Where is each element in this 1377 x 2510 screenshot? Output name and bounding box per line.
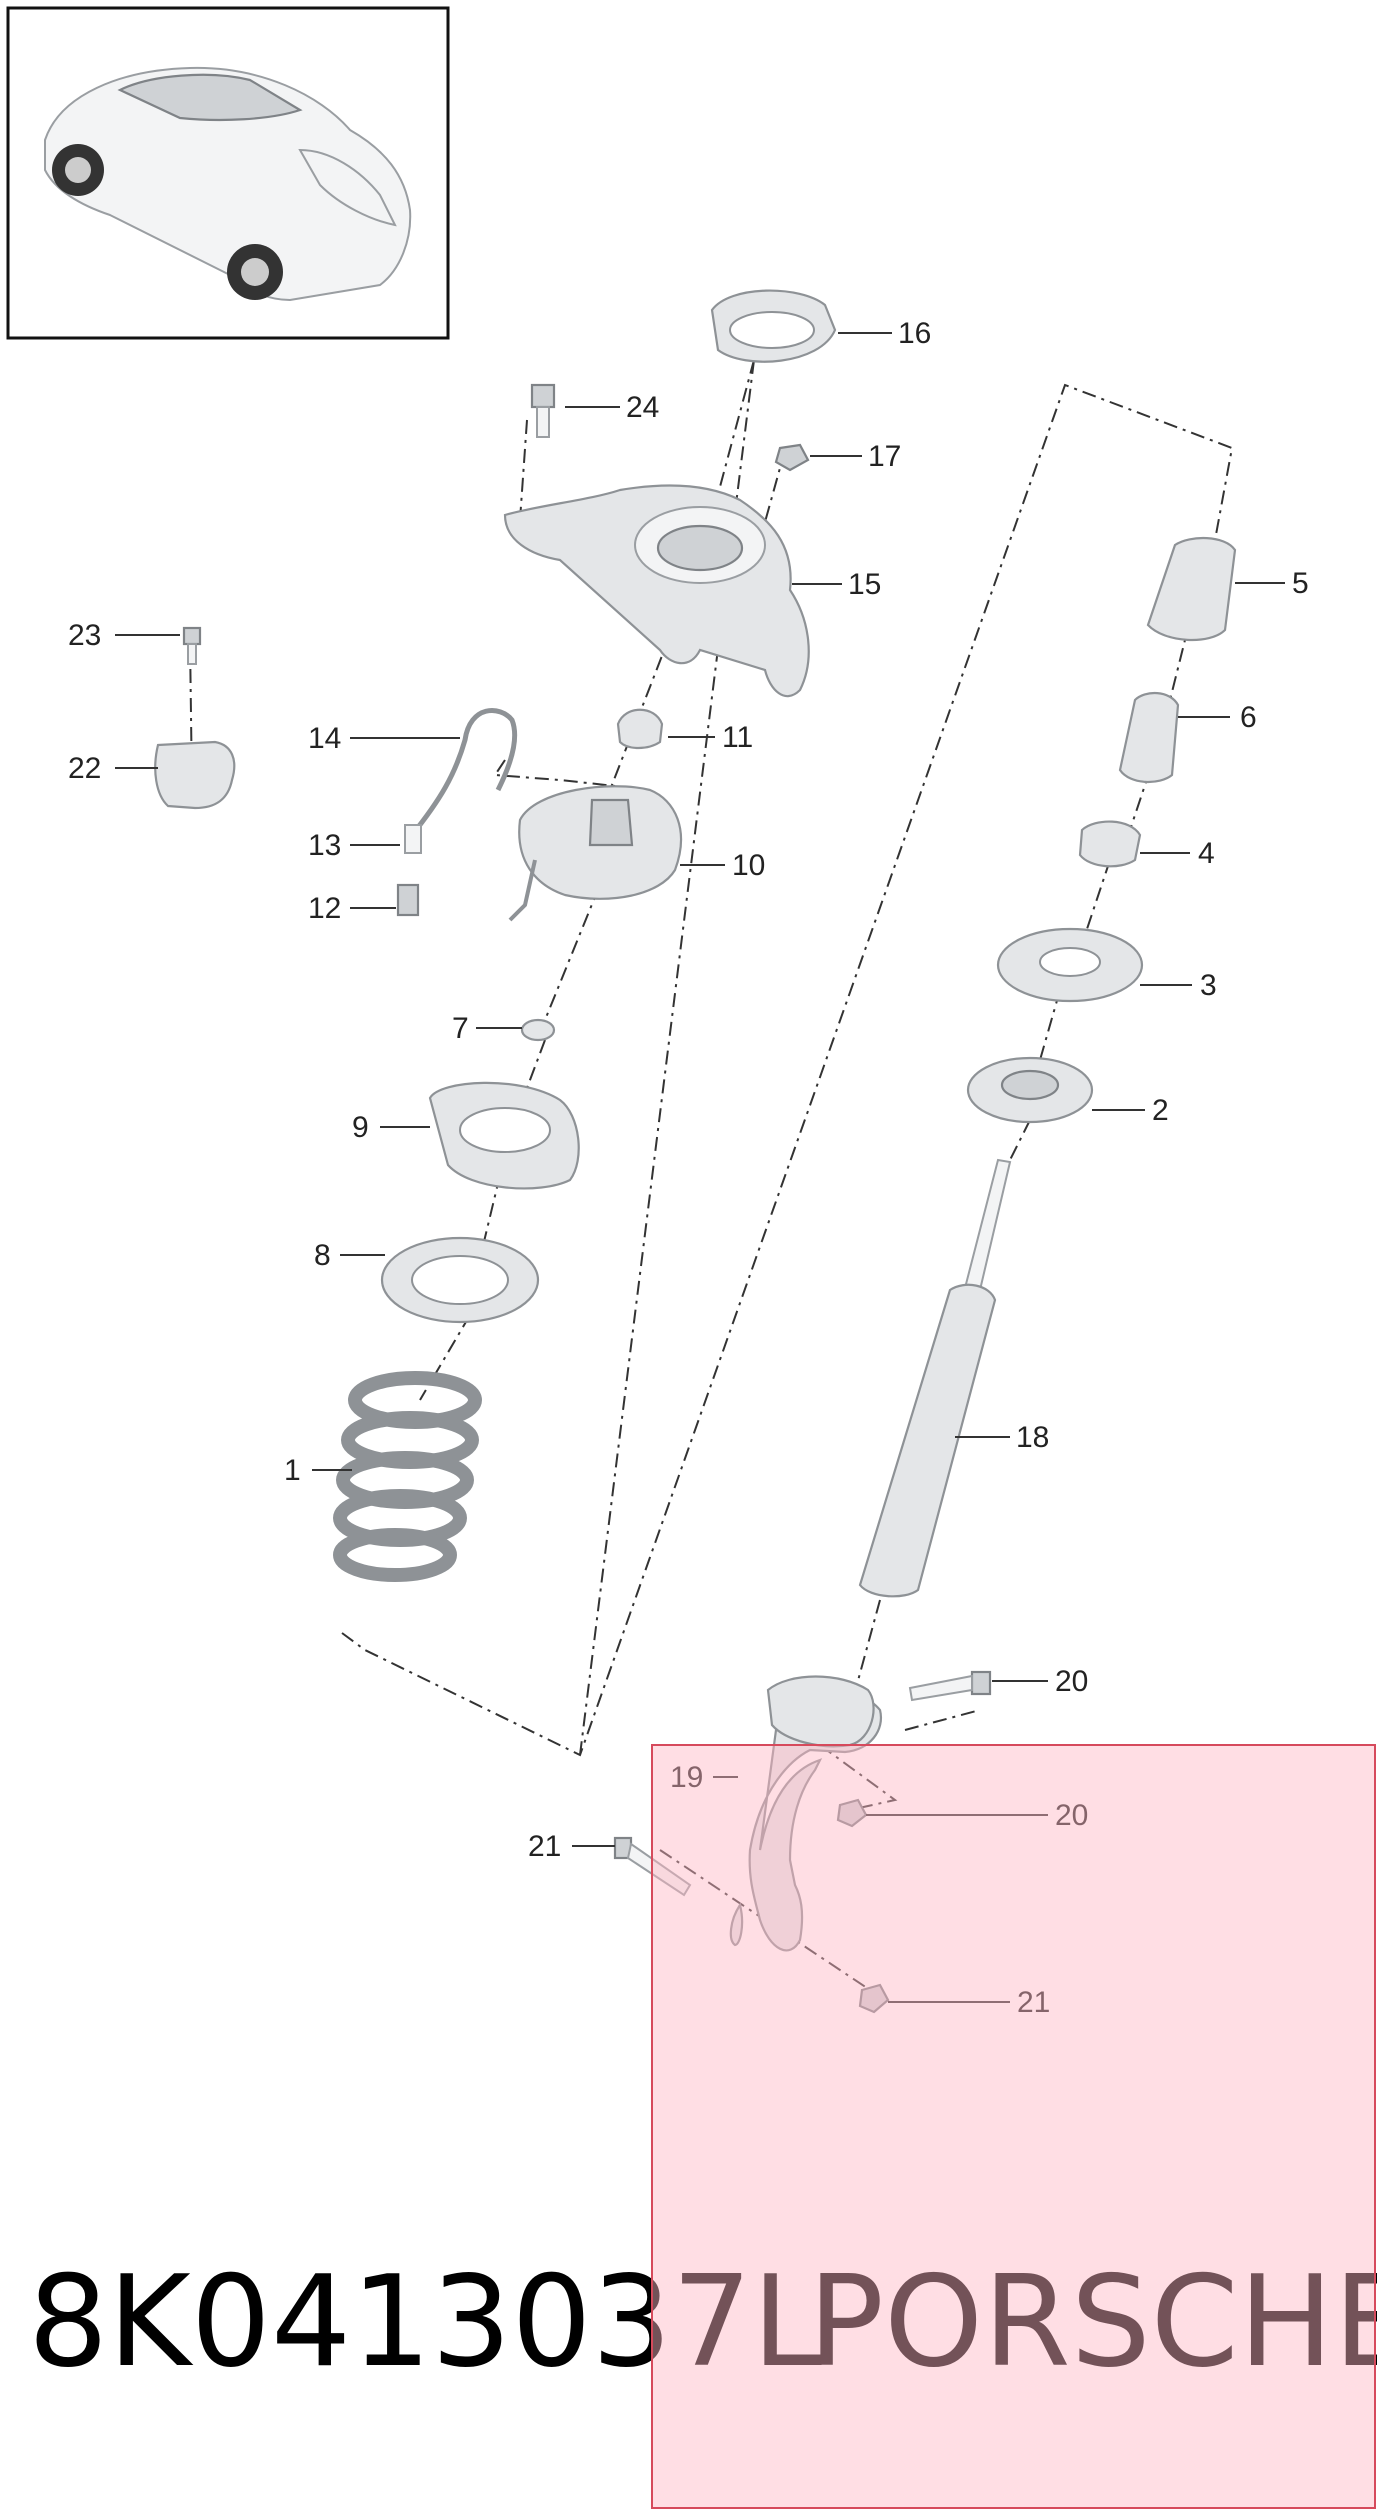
callout-10: 10 xyxy=(732,849,765,882)
part-1-coil-spring xyxy=(333,1371,482,1582)
callout-24: 23 xyxy=(68,619,101,652)
part-21-bolt xyxy=(908,1670,992,1702)
callout-17: 17 xyxy=(868,440,901,473)
part-13-fitting xyxy=(404,824,422,854)
callout-15: 15 xyxy=(848,568,881,601)
callout-20-upper: 20 xyxy=(1055,1799,1088,1832)
part-22-bolt xyxy=(613,1836,692,1897)
callout-11: 11 xyxy=(722,721,753,754)
callout-14: 14 xyxy=(308,722,341,755)
callout-4: 4 xyxy=(1198,837,1215,870)
part-7-washer xyxy=(520,1018,556,1042)
callout-13: 13 xyxy=(308,829,341,862)
callout-1: 1 xyxy=(284,1454,301,1487)
part-number-text: 8K0413037L xyxy=(28,2248,822,2395)
part-20-nut-upper xyxy=(836,1798,868,1828)
callout-labels: 16 24 17 15 23 22 14 11 13 10 12 7 9 8 1… xyxy=(68,317,1309,2019)
callout-2: 2 xyxy=(1152,1094,1169,1127)
part-8-spring-pad xyxy=(380,1236,540,1324)
callout-21: 20 xyxy=(1055,1665,1088,1698)
callout-25: 24 xyxy=(626,391,659,424)
callout-9: 9 xyxy=(352,1111,369,1144)
part-5-bump-stop-cover xyxy=(1146,536,1237,642)
part-11-bump-cap xyxy=(616,708,664,750)
part-19-fork xyxy=(729,1675,883,1952)
part-14-brake-line xyxy=(410,707,518,837)
part-4-bushing xyxy=(1078,820,1142,868)
part-3-spring-plate xyxy=(996,927,1144,1003)
callout-20-lower: 21 xyxy=(1017,1986,1050,2019)
caption: 8K0413037L PORSCHE xyxy=(28,2248,1377,2395)
part-17-nut xyxy=(774,443,810,472)
callout-3: 3 xyxy=(1200,969,1217,1002)
part-20-nut-lower xyxy=(858,1983,890,2014)
brand-text: PORSCHE xyxy=(808,2248,1377,2395)
part-10-top-mount xyxy=(508,785,683,922)
vehicle-thumbnail xyxy=(6,6,450,340)
callout-23: 22 xyxy=(68,752,101,785)
part-6-bump-stop xyxy=(1118,692,1180,783)
callout-6: 6 xyxy=(1240,701,1257,734)
part-16-spring-seat-upper xyxy=(710,289,837,363)
part-25-bolt xyxy=(530,383,556,438)
leader-lines xyxy=(115,332,1285,2003)
part-18-shock-absorber xyxy=(858,1158,1012,1598)
part-15-strut-mount-bracket xyxy=(503,484,810,698)
part-23-sensor-block xyxy=(154,740,236,810)
callout-8: 8 xyxy=(314,1239,331,1272)
callout-19: 19 xyxy=(670,1761,703,1794)
callout-12: 12 xyxy=(308,892,341,925)
callout-5: 5 xyxy=(1292,567,1309,600)
callout-22: 21 xyxy=(528,1830,561,1863)
part-12-fitting xyxy=(396,883,420,917)
part-9-spring-isolator xyxy=(428,1081,580,1190)
part-2-washer-seat xyxy=(966,1056,1094,1124)
part-24-screw xyxy=(182,626,202,665)
callout-16: 16 xyxy=(898,317,931,350)
callout-18: 18 xyxy=(1016,1421,1049,1454)
callout-7: 7 xyxy=(452,1012,469,1045)
highlight-overlay xyxy=(651,1744,1376,2509)
